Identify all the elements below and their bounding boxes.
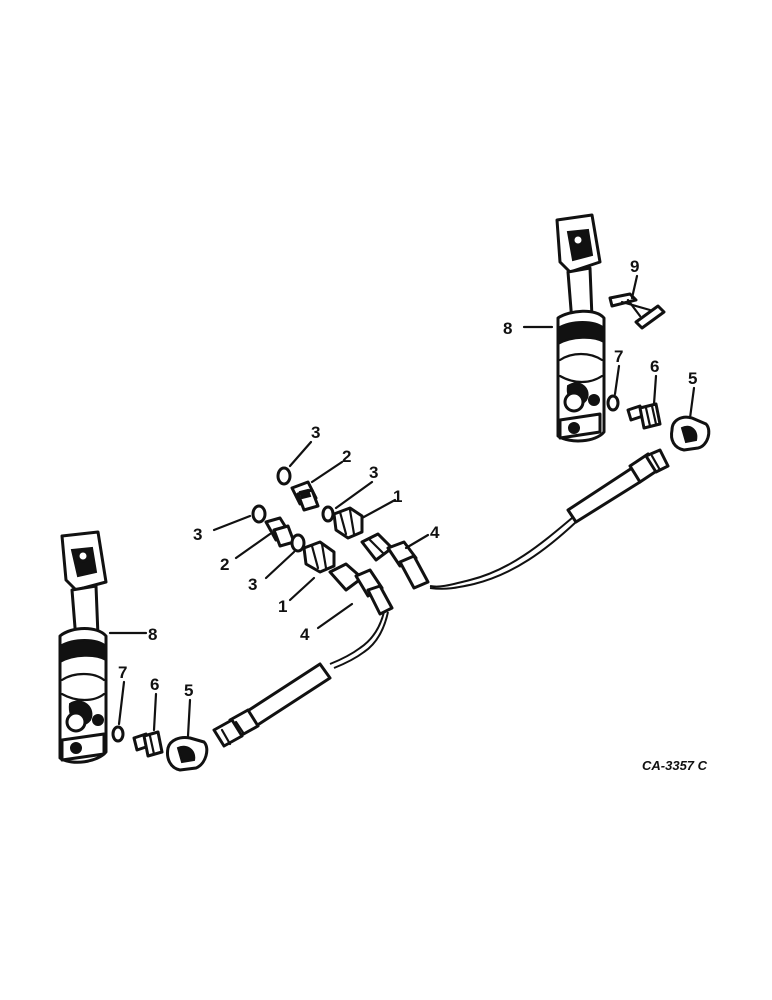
callout-4-lower: 4 xyxy=(300,625,310,644)
callout-5-right: 5 xyxy=(688,369,697,388)
callout-9: 9 xyxy=(630,257,639,276)
callout-7-left: 7 xyxy=(118,663,127,682)
cotter-pin xyxy=(608,292,666,330)
o-ring-lower-2 xyxy=(290,533,306,553)
drawing-code: CA-3357 C xyxy=(642,758,708,773)
adapter-lower xyxy=(264,516,296,548)
leader-lines xyxy=(108,274,696,738)
o-ring-upper-2 xyxy=(321,505,335,523)
hose-end-upper xyxy=(360,532,430,590)
callout-6-left: 6 xyxy=(150,675,159,694)
o-ring-upper-1 xyxy=(276,466,292,486)
callout-labels: 1 1 2 2 3 3 3 3 4 4 5 5 6 6 7 7 8 8 9 xyxy=(118,257,697,700)
hydraulic-hose-left xyxy=(212,611,389,748)
callout-6-right: 6 xyxy=(650,357,659,376)
callout-1-upper: 1 xyxy=(393,487,402,506)
hydraulic-cylinder-right xyxy=(555,213,606,443)
hydraulic-cylinder-left xyxy=(58,530,108,764)
hydraulic-hose-right xyxy=(429,448,670,590)
adapter-upper xyxy=(290,480,320,512)
callout-3-top: 3 xyxy=(311,423,320,442)
callout-8-right: 8 xyxy=(503,319,512,338)
callout-3-upper-right: 3 xyxy=(369,463,378,482)
o-ring-left xyxy=(111,725,125,743)
elbow-fitting-right xyxy=(670,415,711,452)
callout-3-lower: 3 xyxy=(248,575,257,594)
connector-fitting-left xyxy=(132,730,164,758)
callout-8-left: 8 xyxy=(148,625,157,644)
callout-1-lower: 1 xyxy=(278,597,287,616)
elbow-fitting-left xyxy=(166,736,209,772)
callout-2-upper: 2 xyxy=(342,447,351,466)
nut-lower xyxy=(302,540,336,574)
callout-5-left: 5 xyxy=(184,681,193,700)
connector-fitting-right xyxy=(626,402,662,430)
callout-7-right: 7 xyxy=(614,347,623,366)
o-ring-lower-1 xyxy=(251,504,267,524)
hose-end-lower xyxy=(328,562,394,616)
callout-3-left: 3 xyxy=(193,525,202,544)
nut-upper xyxy=(332,506,364,540)
callout-2-lower: 2 xyxy=(220,555,229,574)
o-ring-right xyxy=(606,394,620,412)
callout-4-upper: 4 xyxy=(430,523,440,542)
